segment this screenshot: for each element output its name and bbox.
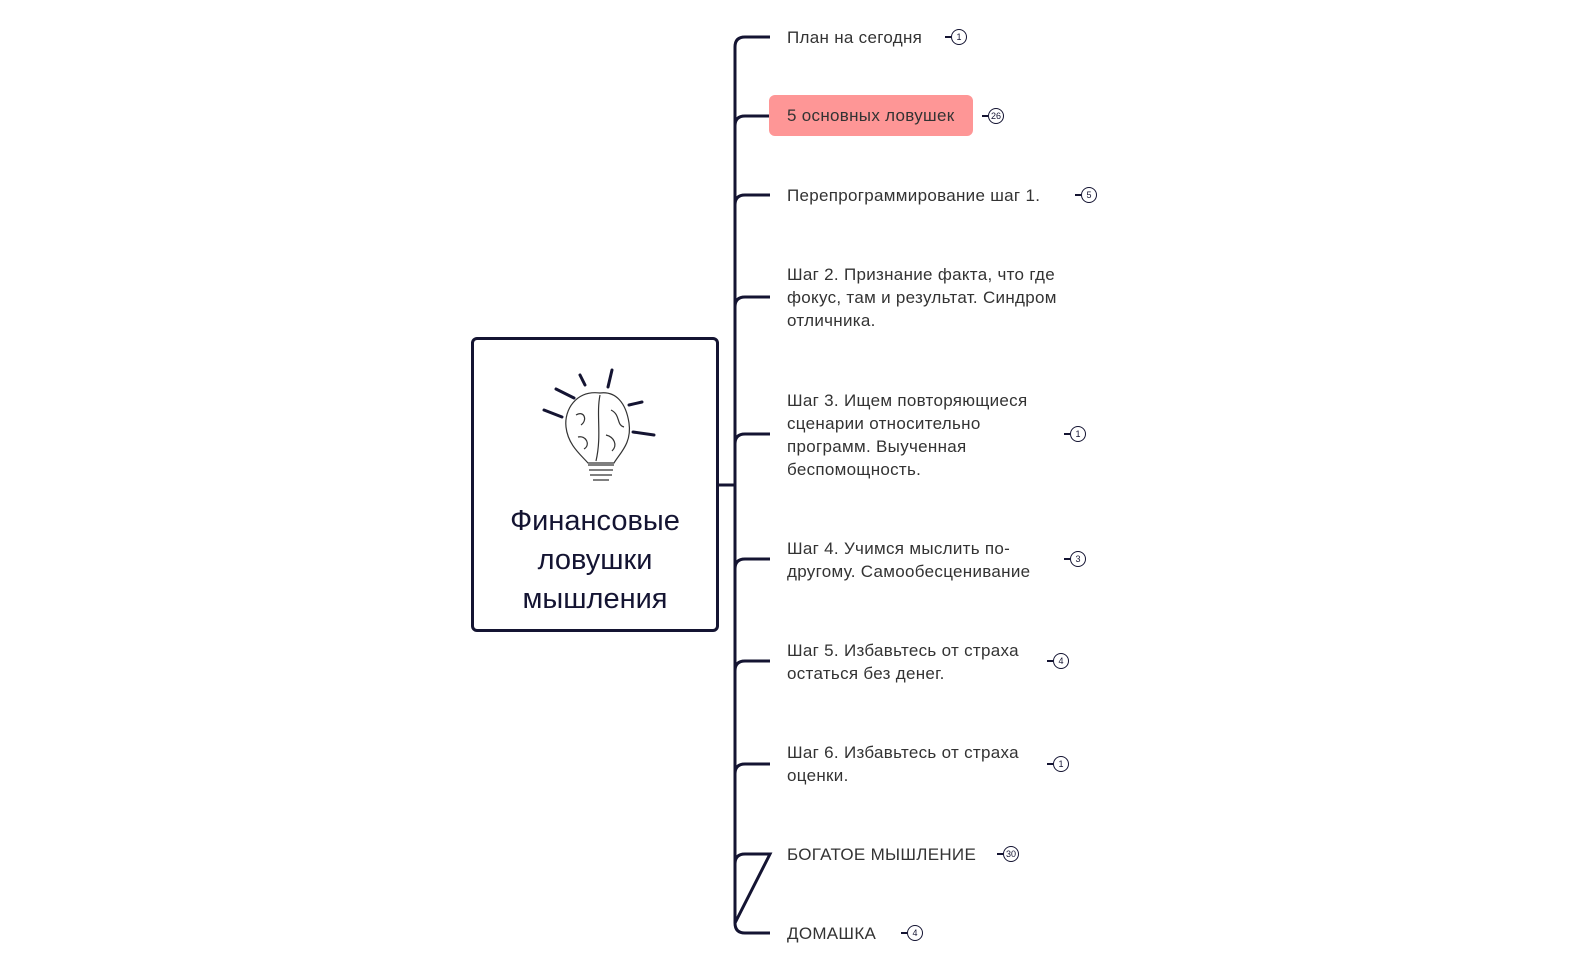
topic-node[interactable]: Шаг 3. Ищем повторяющиеся сценарии относ… xyxy=(787,391,1028,479)
central-topic[interactable]: Финансовые ловушки мышления xyxy=(471,337,719,632)
brain-lightbulb-icon xyxy=(542,368,656,481)
topic-node[interactable]: Шаг 5. Избавьтесь от страха остаться без… xyxy=(787,641,1019,683)
collapsed-count-badge[interactable]: 30 xyxy=(997,846,1019,862)
topic-node[interactable]: ДОМАШКА xyxy=(787,924,877,943)
topic-node[interactable]: Шаг 4. Учимся мыслить по-другому. Самооб… xyxy=(787,539,1031,581)
topic-node[interactable]: Шаг 2. Признание факта, что где фокус, т… xyxy=(787,265,1057,330)
collapsed-count-badge[interactable]: 1 xyxy=(945,29,967,45)
collapsed-count-badge[interactable]: 4 xyxy=(901,925,923,941)
central-topic-title: Финансовые ловушки мышления xyxy=(510,505,680,615)
collapsed-count-badge[interactable]: 5 xyxy=(1075,187,1097,203)
collapsed-count-badge[interactable]: 3 xyxy=(1064,551,1086,567)
topic-node[interactable]: Перепрограммирование шаг 1. xyxy=(787,186,1041,205)
topic-node[interactable]: План на сегодня xyxy=(787,28,923,47)
collapsed-count-badge[interactable]: 1 xyxy=(1047,756,1069,772)
topic-node[interactable]: БОГАТОЕ МЫШЛЕНИЕ xyxy=(787,845,977,864)
collapsed-count-badge[interactable]: 1 xyxy=(1064,426,1086,442)
collapsed-count-badge[interactable]: 26 xyxy=(982,108,1004,124)
topic-node[interactable]: Шаг 6. Избавьтесь от страха оценки. xyxy=(787,743,1019,785)
topic-node[interactable]: 5 основных ловушек xyxy=(769,95,973,136)
collapsed-count-badge[interactable]: 4 xyxy=(1047,653,1069,669)
